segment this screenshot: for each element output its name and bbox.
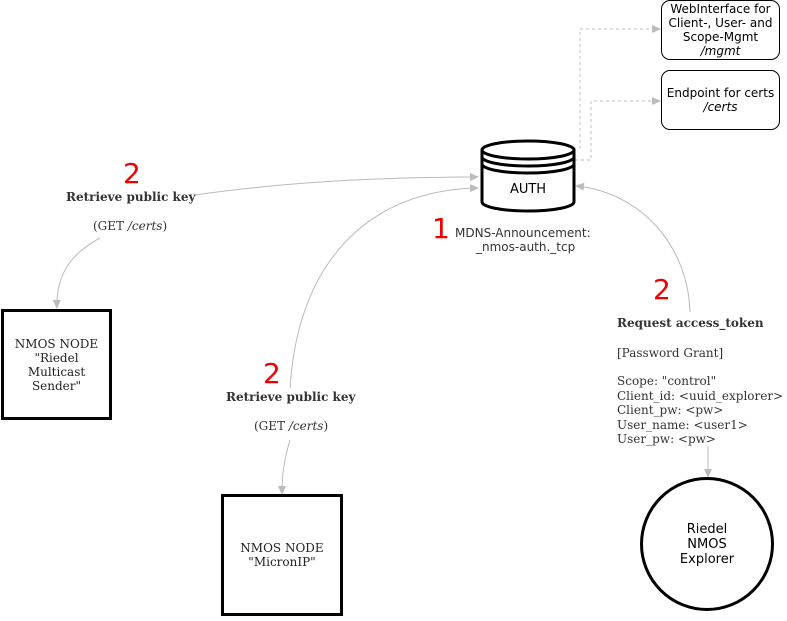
explorer-line3: Explorer (679, 551, 735, 567)
explorer-line2: NMOS (687, 536, 727, 552)
retrieve-mid-title: Retrieve public key (226, 390, 356, 404)
node-riedel-line2: "Riedel (34, 350, 79, 365)
get-suffix: ) (323, 419, 329, 433)
mdns-announcement: MDNS-Announcement: _nmos-auth._tcp (455, 226, 591, 254)
request-params: Scope: "control" Client_id: <uuid_explor… (617, 374, 783, 447)
explorer-line1: Riedel (686, 521, 728, 537)
get-prefix: (GET (93, 219, 128, 233)
nmos-node-riedel-box: NMOS NODE "Riedel Multicast Sender" (1, 309, 112, 420)
request-grant: [Password Grant] (617, 346, 724, 360)
request-user-name: User_name: <user1> (617, 417, 748, 432)
web-interface-path: /mgmt (700, 44, 741, 58)
retrieve-left-get: (GET /certs) (93, 219, 167, 233)
connector-auth-to-mgmt (573, 25, 661, 149)
request-user-pw: User_pw: <pw> (617, 432, 716, 446)
nmos-node-micronip-box: NMOS NODE "MicronIP" (221, 494, 343, 616)
node-micron-line1: NMOS NODE (240, 541, 324, 555)
web-interface-line3: Scope-Mgmt (682, 30, 759, 44)
node-riedel-line3: Multicast (27, 364, 86, 379)
arrow-left-to-auth (194, 173, 479, 196)
node-micron-line2: "MicronIP" (248, 555, 316, 569)
get-suffix: ) (162, 219, 168, 233)
retrieve-left-title: Retrieve public key (66, 190, 196, 204)
endpoint-line1: Endpoint for certs (666, 86, 775, 100)
web-interface-line1: WebInterface for (670, 2, 771, 16)
mdns-line1: MDNS-Announcement: (455, 226, 591, 240)
web-interface-line2: Client-, User- and (668, 16, 773, 30)
step-number-mdns: 1 (432, 212, 450, 245)
auth-label: AUTH (509, 182, 547, 197)
get-prefix: (GET (254, 419, 289, 433)
endpoint-path: /certs (703, 100, 738, 114)
arrow-mid-to-auth (289, 184, 479, 389)
endpoint-certs-box: Endpoint for certs /certs (661, 70, 780, 130)
request-client-pw: Client_pw: <pw> (617, 403, 724, 417)
step-number-retrieve-mid: 2 (263, 357, 281, 390)
mdns-line2: _nmos-auth._tcp (476, 240, 576, 254)
node-riedel-line4: Sender" (31, 378, 82, 393)
request-scope: Scope: "control" (617, 374, 717, 388)
request-client-id: Client_id: <uuid_explorer> (617, 388, 784, 403)
get-path: /certs (288, 419, 324, 433)
arrow-left-to-riedel-node (52, 237, 101, 309)
step-number-request: 2 (653, 273, 671, 306)
node-riedel-line1: NMOS NODE (14, 336, 99, 351)
retrieve-mid-get: (GET /certs) (254, 419, 328, 433)
web-interface-box: WebInterface for Client-, User- and Scop… (661, 0, 780, 60)
riedel-nmos-explorer-circle: Riedel NMOS Explorer (640, 477, 774, 611)
request-title: Request access_token (617, 316, 764, 330)
get-path: /certs (127, 219, 163, 233)
arrow-mid-to-micron-node (278, 439, 291, 495)
connector-auth-to-certs (575, 97, 661, 161)
auth-database-icon (480, 139, 576, 213)
arrow-request-to-auth (575, 182, 691, 313)
step-number-retrieve-left: 2 (123, 157, 141, 190)
